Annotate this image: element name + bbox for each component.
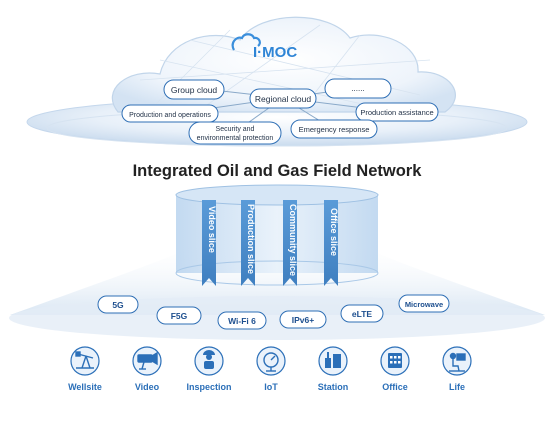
cloud-node-regional-cloud: Regional cloud <box>249 88 317 109</box>
cylinder-bottom <box>175 260 379 286</box>
slice-office: Office slice <box>324 200 339 286</box>
gauge-icon <box>263 352 279 372</box>
diagram-title: Integrated Oil and Gas Field Network <box>133 162 423 180</box>
svg-text:F5G: F5G <box>171 311 188 321</box>
scenario-station: Station <box>318 346 349 392</box>
scenario-inspection: Inspection <box>186 346 232 392</box>
cloud-node-production-operations: Production and operations <box>121 104 219 123</box>
cloud-node-production-assistance: Production assistance <box>355 102 439 122</box>
svg-text:Office: Office <box>382 382 408 392</box>
scenario-video: Video <box>132 346 162 392</box>
slice-community: Community slice <box>283 200 298 286</box>
svg-text:Office slice: Office slice <box>329 208 339 256</box>
camera-icon <box>137 351 158 370</box>
svg-text:environmental protection: environmental protection <box>197 135 274 142</box>
cloud-node-ellipsis: ...... <box>324 78 392 99</box>
scenario-wellsite: Wellsite <box>68 346 102 392</box>
svg-text:Station: Station <box>318 382 349 392</box>
svg-text:Wi-Fi 6: Wi-Fi 6 <box>228 316 256 326</box>
svg-text:Emergency response: Emergency response <box>299 125 370 134</box>
network-ipv6: IPv6+ <box>279 310 327 329</box>
svg-text:Regional cloud: Regional cloud <box>255 94 312 104</box>
scenario-office: Office <box>380 346 410 392</box>
svg-text:Life: Life <box>449 382 465 392</box>
worker-icon <box>203 350 215 369</box>
svg-text:......: ...... <box>351 84 364 93</box>
life-icon <box>449 352 466 372</box>
svg-text:IoT: IoT <box>264 382 278 392</box>
station-icon <box>325 352 341 368</box>
svg-text:Production slice: Production slice <box>246 204 256 274</box>
network-f5g: F5G <box>156 306 202 325</box>
network-elte: eLTE <box>340 304 384 323</box>
oil-pump-icon <box>75 351 94 369</box>
svg-text:IPv6+: IPv6+ <box>292 315 314 325</box>
cloud-node-emergency-response: Emergency response <box>290 119 378 139</box>
slice-video: Video slice <box>202 200 217 286</box>
svg-text:5G: 5G <box>112 300 124 310</box>
svg-text:Production assistance: Production assistance <box>360 108 433 117</box>
cloud-node-group-cloud: Group cloud <box>163 79 225 100</box>
svg-text:Video: Video <box>135 382 160 392</box>
slice-production: Production slice <box>241 200 256 286</box>
network-wifi6: Wi-Fi 6 <box>217 311 267 330</box>
imoc-logo: I·MOC <box>231 33 297 61</box>
svg-text:Security and: Security and <box>216 126 255 133</box>
scenario-life: Life <box>442 346 472 392</box>
network-5g: 5G <box>97 295 139 314</box>
network-base-disc <box>9 296 545 340</box>
svg-text:Production and operations: Production and operations <box>129 112 211 119</box>
svg-text:Inspection: Inspection <box>186 382 231 392</box>
svg-text:eLTE: eLTE <box>352 309 372 319</box>
svg-text:Video slice: Video slice <box>207 206 217 253</box>
cloud-node-security: Security and environmental protection <box>188 121 282 145</box>
office-icon <box>388 353 402 368</box>
network-microwave: Microwave <box>398 294 450 313</box>
cloud-logo-icon <box>231 33 261 51</box>
svg-text:Wellsite: Wellsite <box>68 382 102 392</box>
svg-text:Microwave: Microwave <box>405 300 443 309</box>
svg-text:Community slice: Community slice <box>288 204 298 276</box>
logo-text: I·MOC <box>253 44 297 61</box>
scenario-iot: IoT <box>256 346 286 392</box>
svg-text:Group cloud: Group cloud <box>171 85 218 95</box>
